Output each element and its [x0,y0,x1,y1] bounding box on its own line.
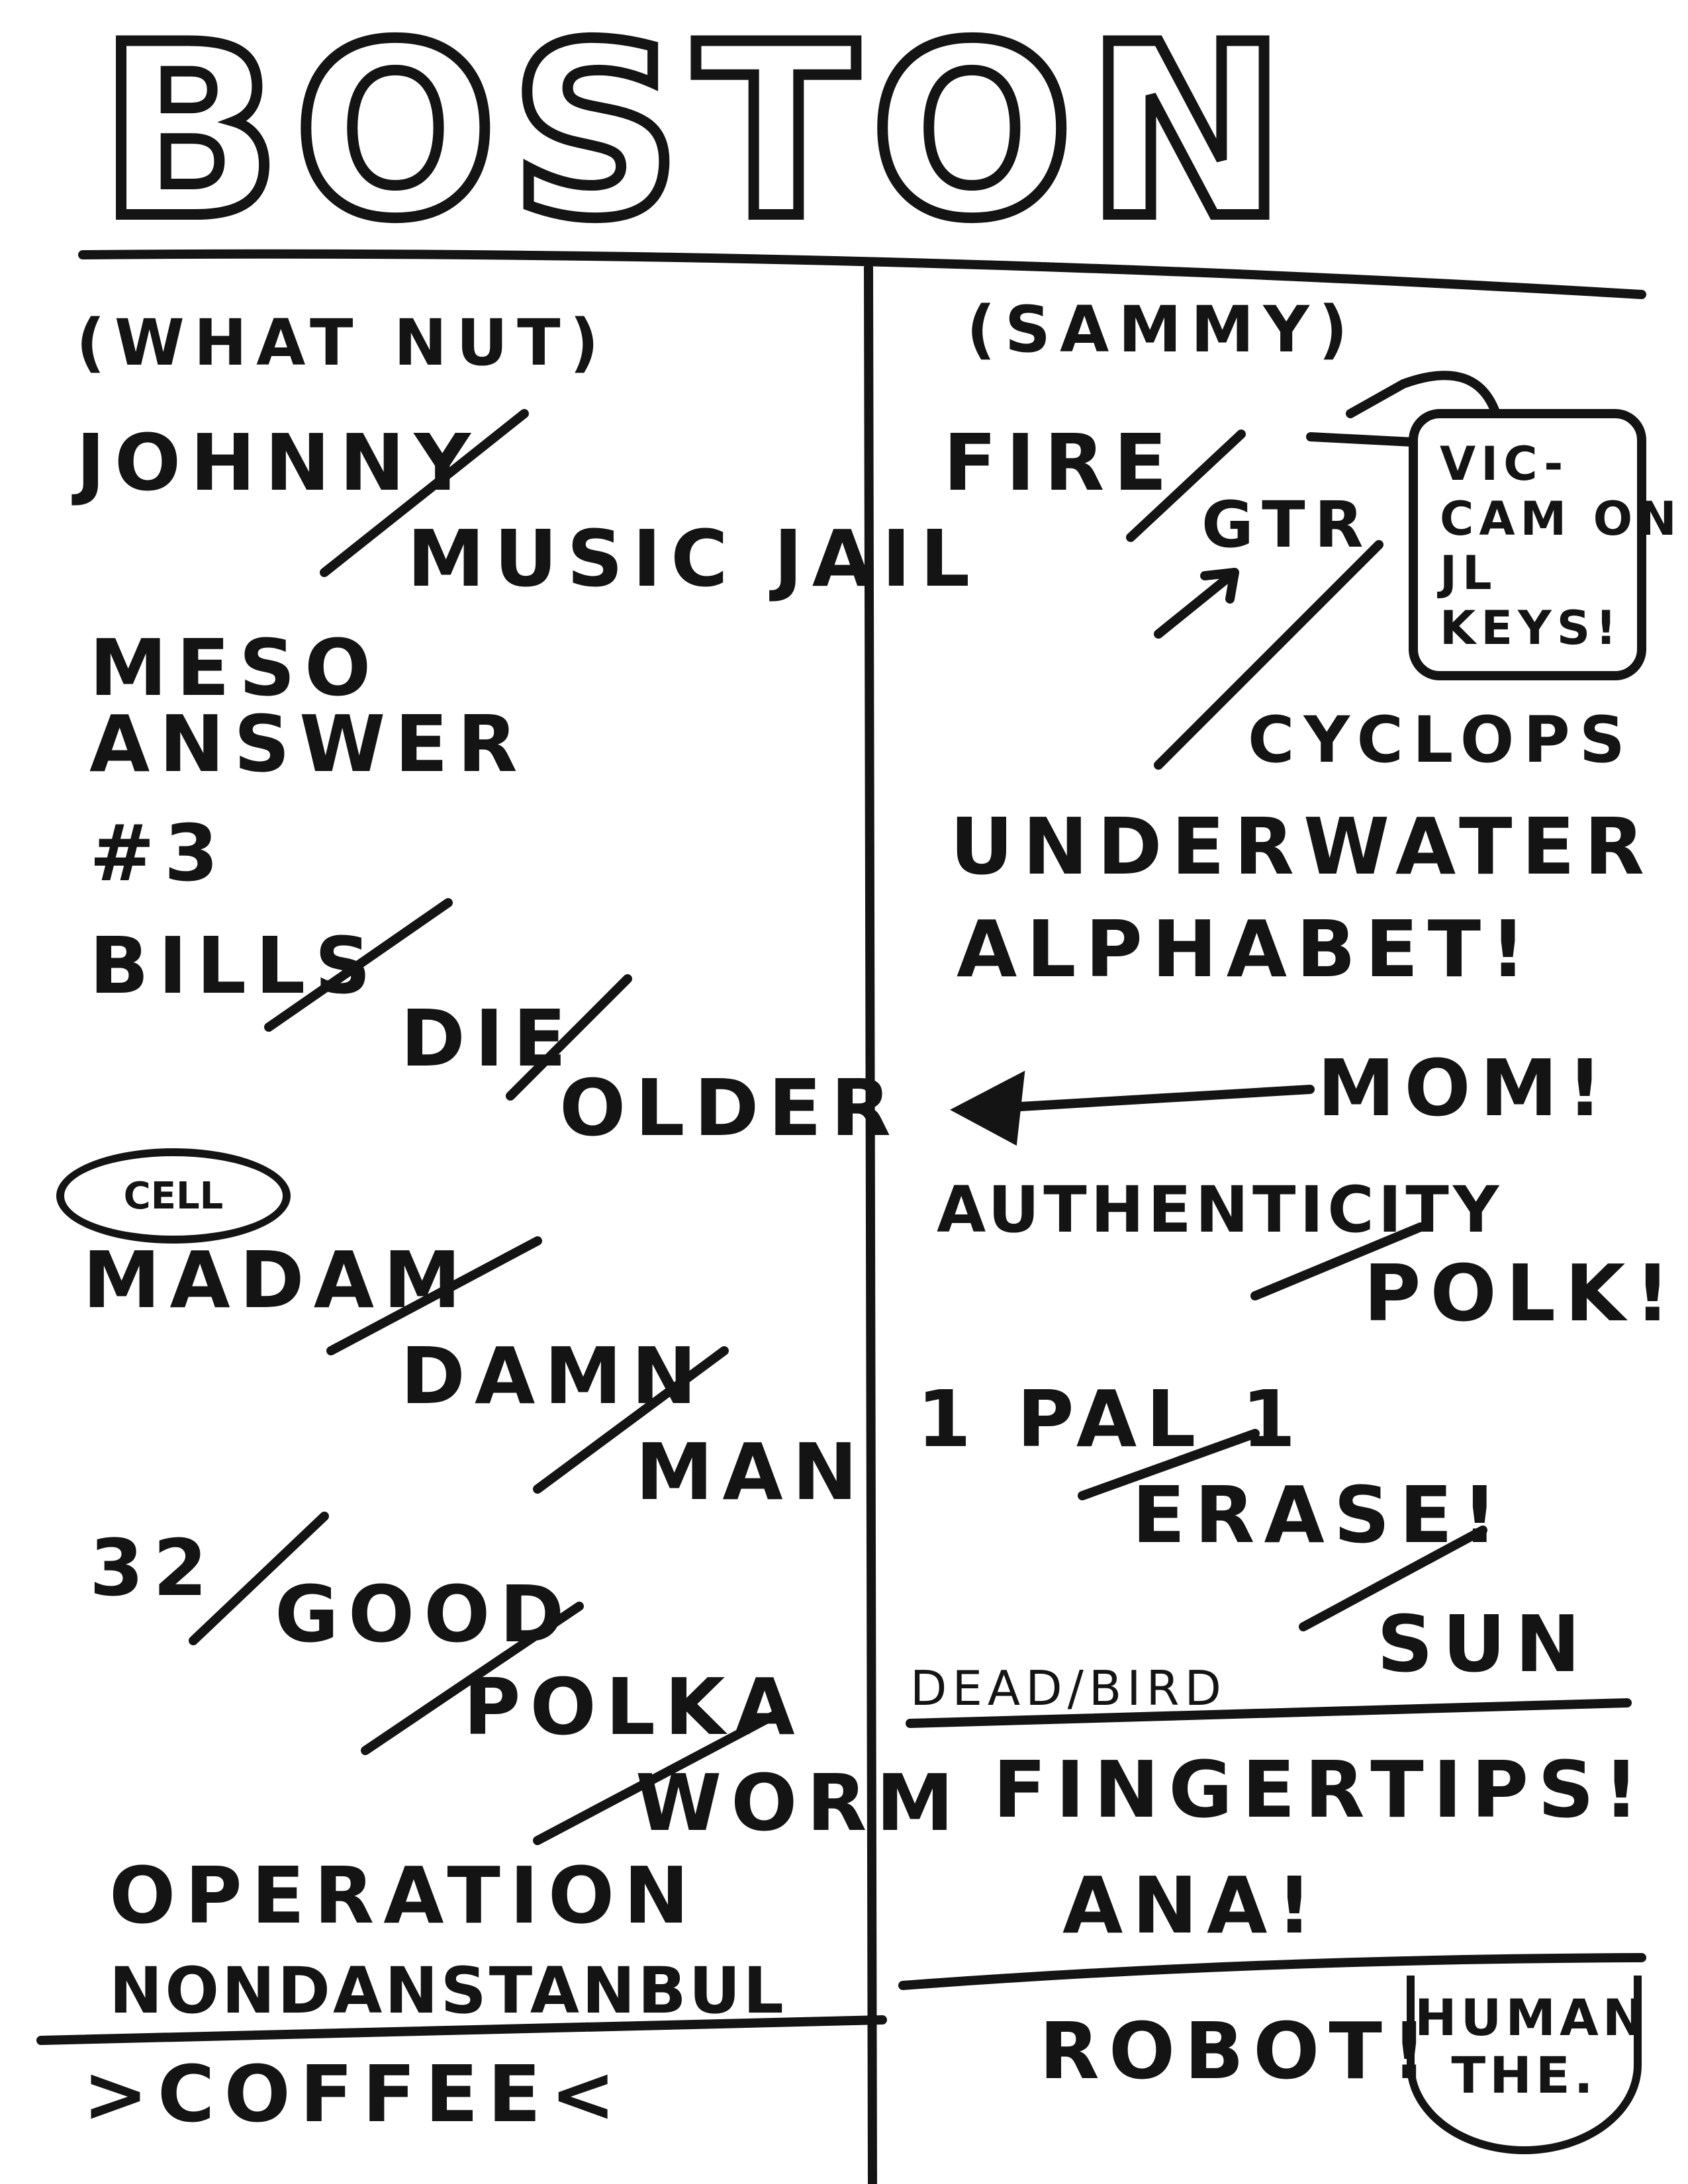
song: OPERATION [109,1850,698,1941]
song: ERASE! [1132,1469,1507,1561]
right-bottom-line [898,1953,1646,1990]
song: FINGERTIPS! [993,1744,1648,1835]
song: DAMN [400,1330,706,1422]
song: OLDER [559,1062,900,1154]
song: POLKA [463,1661,804,1752]
song: JOHNNY [76,417,480,508]
song: AUTHENTICITY [937,1173,1503,1247]
song: ANSWER [89,698,527,790]
note-box [1409,409,1646,680]
song: POLK! [1364,1248,1680,1339]
slash [189,1512,329,1645]
song: MADAM [83,1234,471,1326]
song: FIRE [943,417,1176,508]
slash [533,1711,777,1845]
note-box-text: VIC- CAM ON JL KEYS! [1440,437,1682,655]
left-footer: >COFFEE< [83,2048,626,2140]
song: MESO [89,622,381,713]
song: WORM [635,1757,963,1848]
circled-note: CELL [56,1148,291,1244]
song: DEAD/BIRD [910,1661,1227,1716]
song: BILLS [89,920,381,1011]
mom-arrow [961,1085,1315,1115]
song: MAN [635,1426,867,1518]
gtr-arrow [1154,568,1239,639]
left-header: (WHAT NUT) [76,306,608,380]
setlist-title: BOSTON [94,0,1299,271]
song: GTR [1201,488,1373,562]
slash [1078,1429,1260,1500]
song: 32 [89,1522,217,1614]
song: CYCLOPS [1248,703,1634,777]
box-curve-arrow [1346,371,1501,418]
slash [506,974,632,1101]
box-arrow-line [1306,432,1418,447]
right-header: (SAMMY) [966,293,1357,367]
left-footer-line [36,2015,887,2045]
song: GOOD [275,1569,574,1660]
song: MUSIC JAIL [407,513,980,604]
song: 1 PAL 1 [917,1373,1305,1465]
slash [326,1236,542,1355]
song: SUN [1377,1598,1590,1690]
slash [1126,430,1246,542]
right-dead-bird-line [906,1698,1632,1728]
song: ALPHABET! [957,903,1535,995]
song: UNDERWATER [950,801,1654,892]
song: MOM! [1317,1042,1612,1134]
column-divider [864,263,877,2184]
song: ANA! [1062,1860,1322,1951]
song: DIE [400,993,576,1084]
song: ROBOT! [1039,2005,1436,2097]
mom-arrowhead [950,1070,1025,1146]
song: #3 [89,807,228,899]
shield-note: HUMAN THE. [1407,1976,1644,2154]
slash [1154,540,1383,770]
song: NONDANSTANBUL [109,1954,786,2028]
slash [533,1346,729,1494]
slash [361,1602,584,1755]
title-underline [78,249,1646,299]
slash [264,898,453,1032]
slash [1299,1525,1487,1631]
slash [1250,1222,1425,1300]
slash [320,409,529,577]
